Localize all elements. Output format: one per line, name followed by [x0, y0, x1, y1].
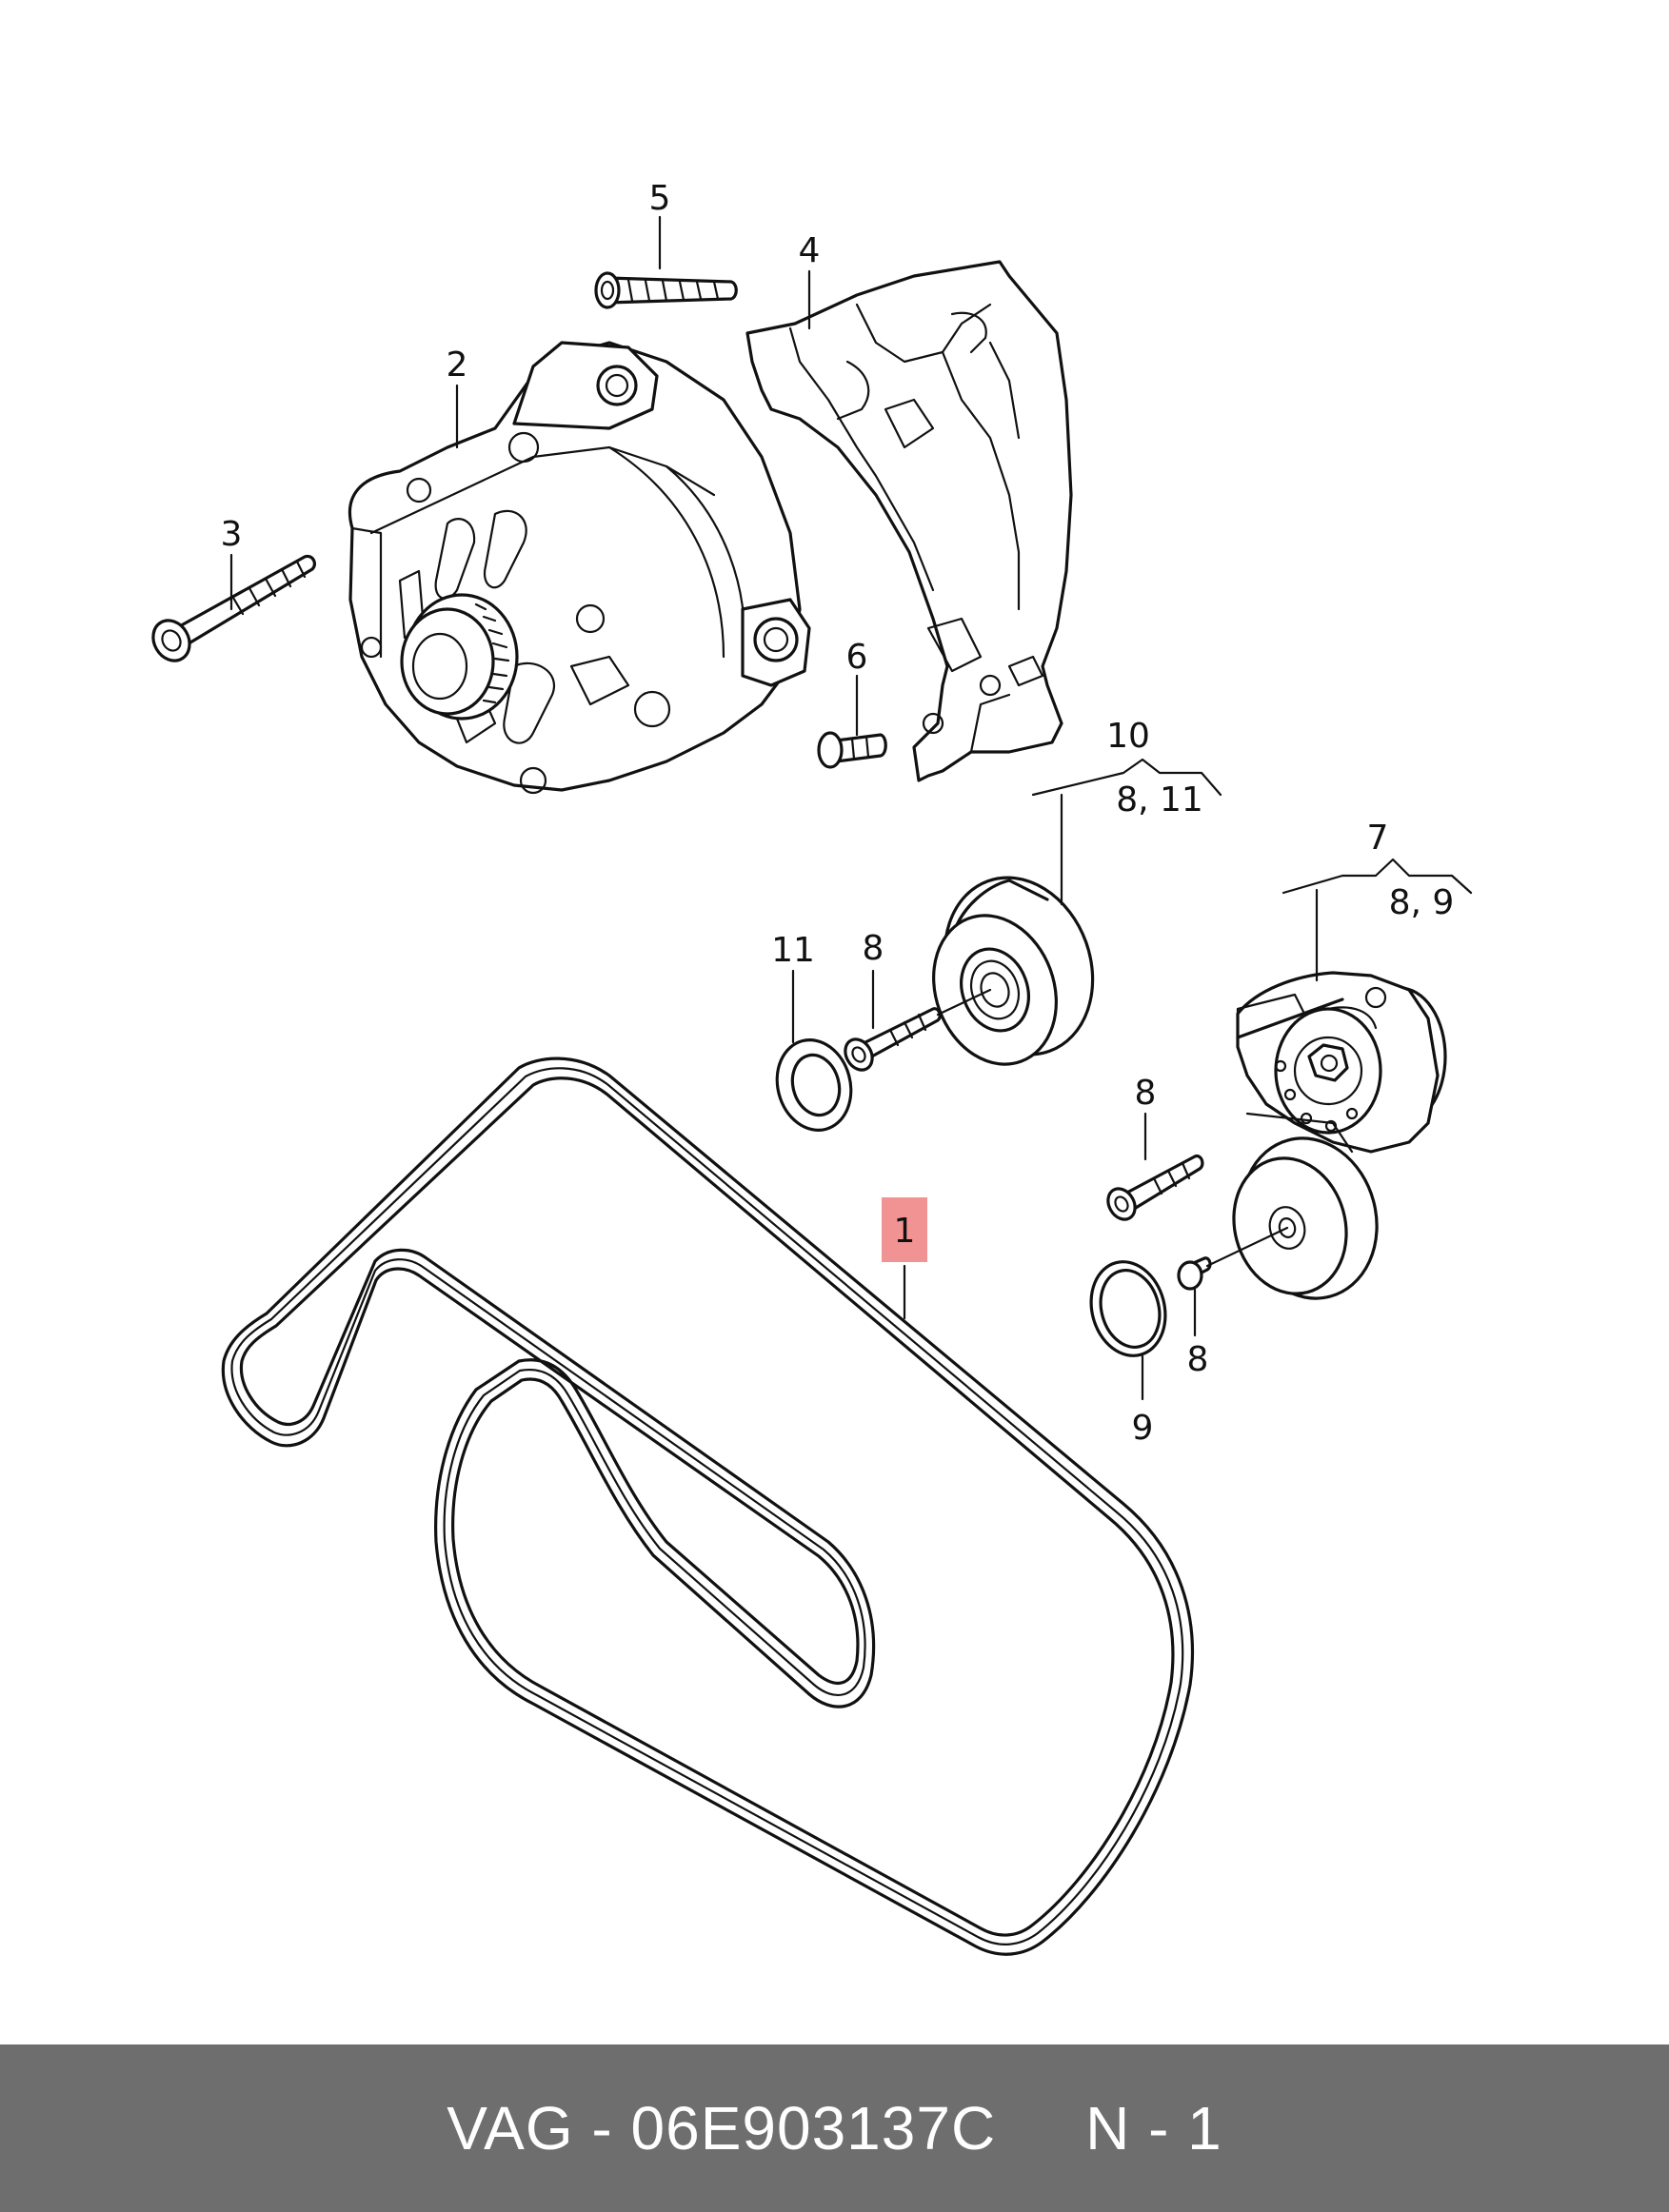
ribbed-belt — [221, 1057, 1194, 1956]
washer-9 — [1089, 1260, 1167, 1357]
callout-labels: 1 2 3 4 5 6 7 8, 9 8 8 8 9 10 8, 11 11 — [221, 179, 1455, 1448]
callout-4: 4 — [799, 231, 821, 270]
callout-2: 2 — [447, 346, 468, 385]
callout-11: 11 — [771, 931, 815, 970]
bracket — [745, 260, 1073, 782]
alternator — [348, 341, 811, 795]
tensioner-7 — [1236, 971, 1447, 1154]
leader-lines — [229, 215, 1473, 1401]
part-number-caption: VAG - 06E903137C N - 1 — [447, 2094, 1222, 2163]
callout-7-sub: 8, 9 — [1389, 883, 1455, 922]
bolt-6 — [817, 731, 887, 769]
callout-8-upper: 8 — [863, 929, 884, 968]
bolt-3 — [151, 554, 317, 662]
footer-bar: VAG - 06E903137C N - 1 — [0, 2044, 1669, 2212]
callout-6: 6 — [846, 638, 868, 677]
callout-8-lower: 8 — [1187, 1340, 1209, 1379]
bolt-8-lower — [1177, 1226, 1289, 1291]
tensioner-pulley — [1232, 1136, 1379, 1300]
bolt-5 — [594, 271, 738, 309]
callout-7: 7 — [1367, 819, 1389, 858]
callout-5: 5 — [649, 179, 671, 218]
callout-9: 9 — [1132, 1409, 1154, 1448]
bolt-8-mid — [1106, 1154, 1204, 1221]
callout-1: 1 — [894, 1212, 916, 1251]
idler-pulley-10 — [932, 876, 1095, 1066]
bolt-8-upper — [844, 988, 992, 1072]
callout-3: 3 — [221, 515, 243, 554]
callout-10-sub: 8, 11 — [1116, 780, 1203, 820]
parts-diagram: 1 2 3 4 5 6 7 8, 9 8 8 8 9 10 8, 11 11 — [151, 179, 1473, 1956]
callout-8-mid: 8 — [1135, 1074, 1157, 1113]
callout-10: 10 — [1106, 717, 1150, 756]
washer-11 — [775, 1038, 853, 1132]
callout-1-highlight — [882, 1197, 927, 1262]
